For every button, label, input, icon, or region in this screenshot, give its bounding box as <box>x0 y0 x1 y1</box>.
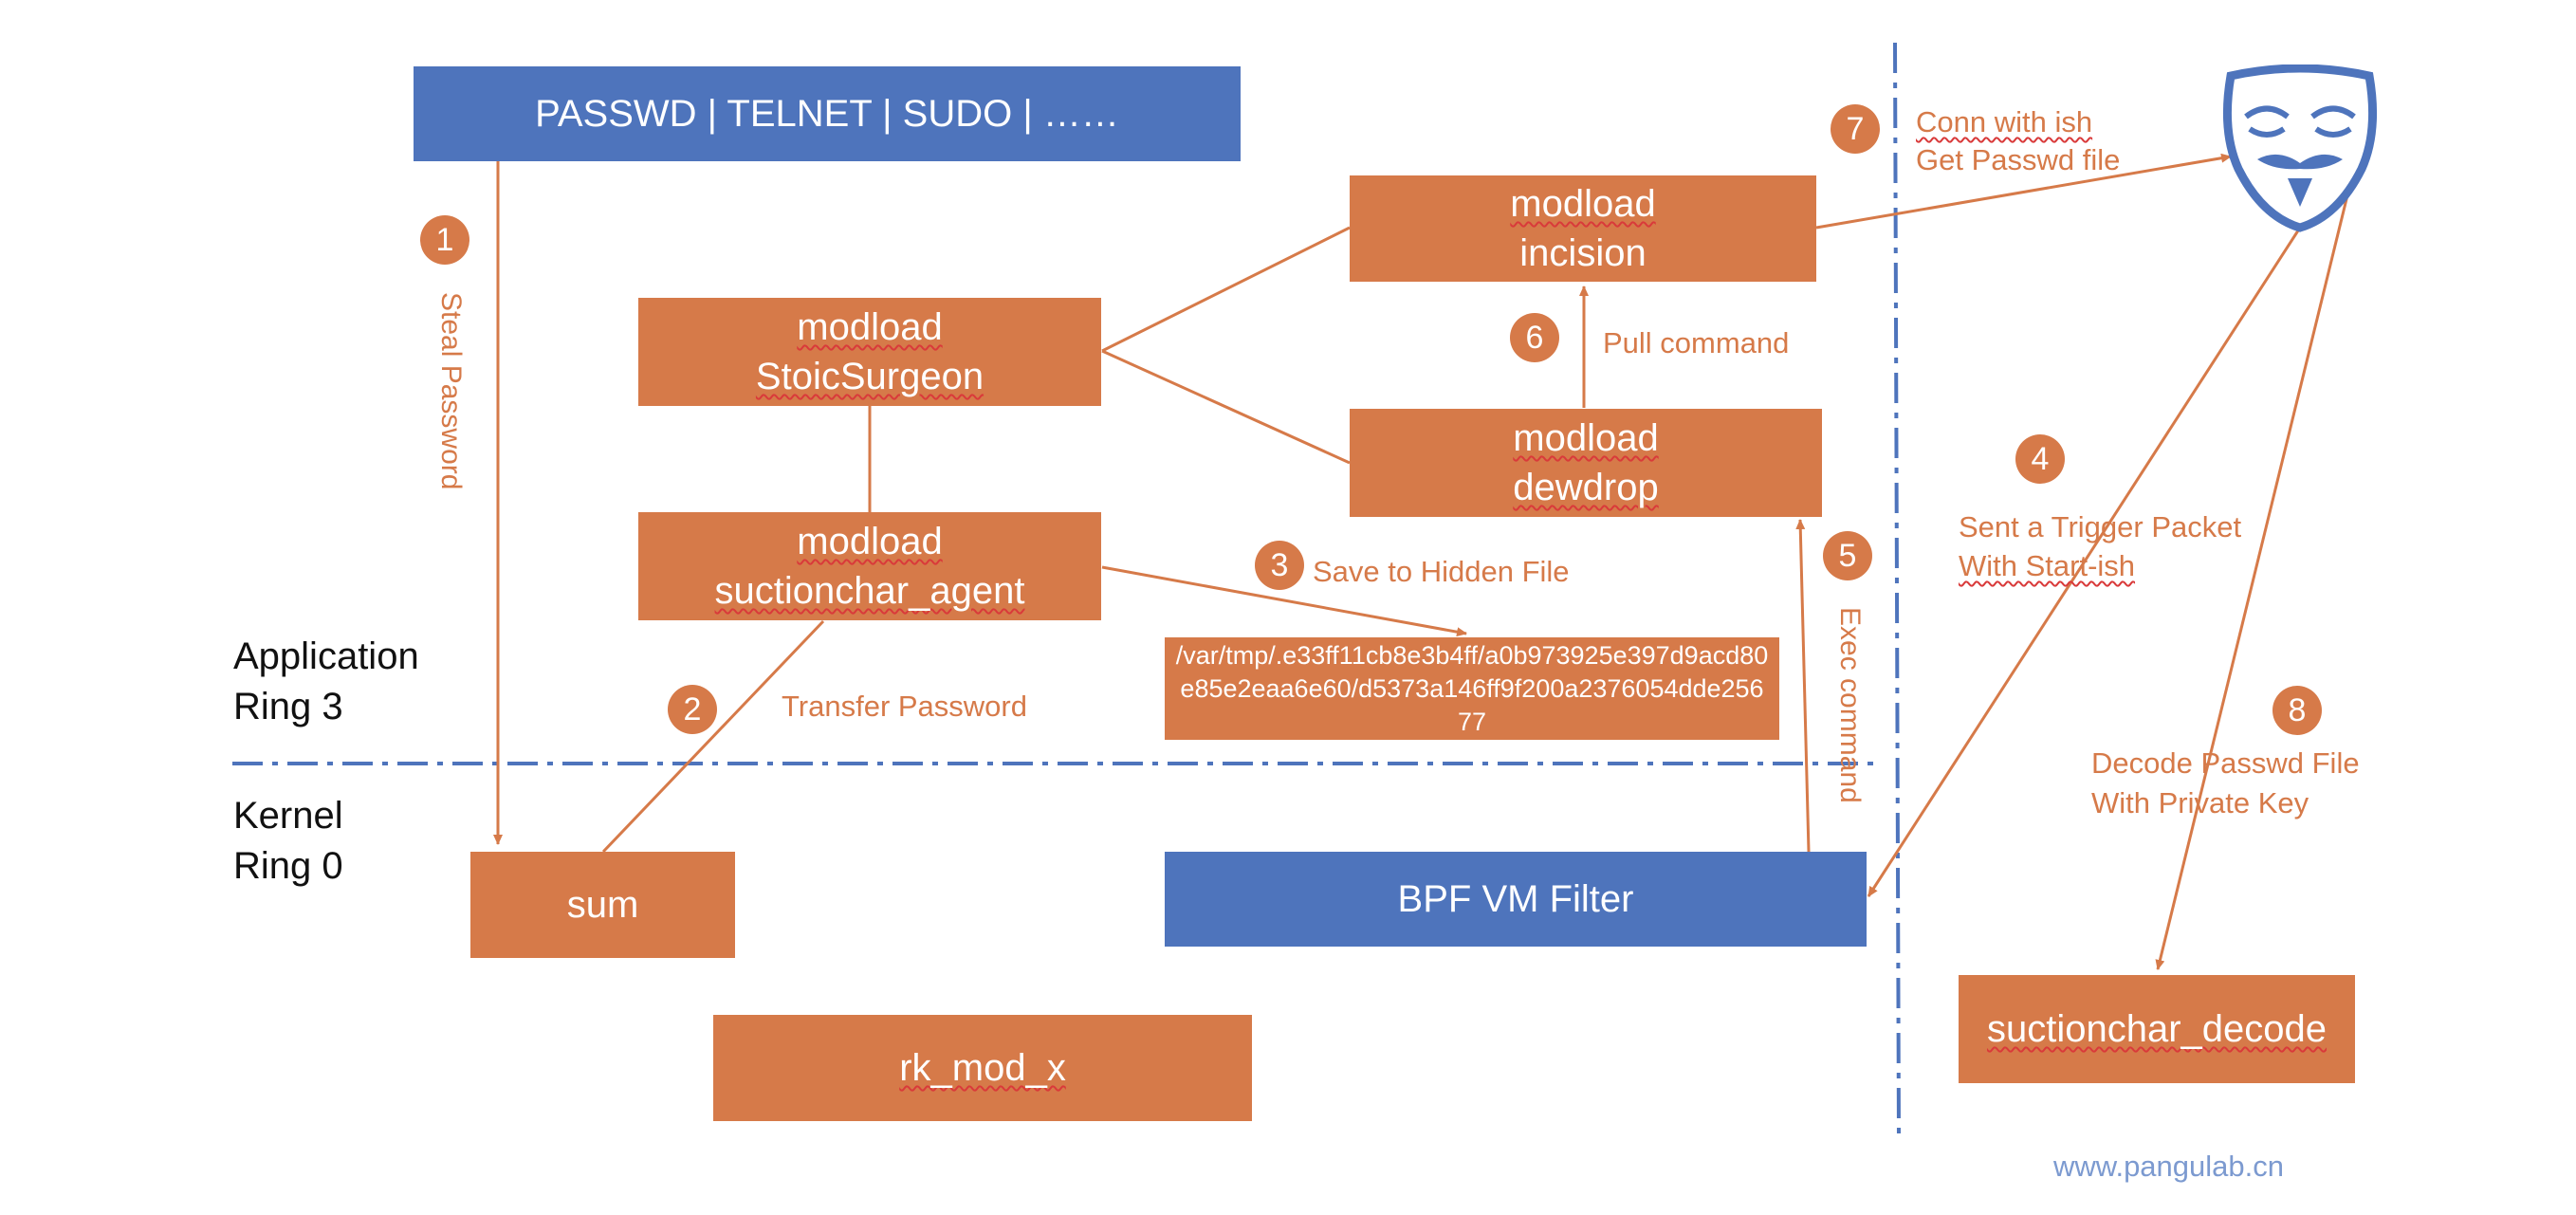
step-3-label: Save to Hidden File <box>1313 555 1570 588</box>
step-2-label: Transfer Password <box>782 690 1027 723</box>
kernel-ring-label: Kernel Ring 0 <box>233 791 343 892</box>
step-4-label-line1: Sent a Trigger Packet <box>1959 510 2242 543</box>
suctionchar-agent-line2: suctionchar_agent <box>714 570 1025 612</box>
line-stoic-to-dewdrop <box>1101 349 1351 465</box>
application-ring-line1: Application <box>233 635 419 677</box>
step-7-badge: 7 <box>1831 104 1880 154</box>
arrow-trigger-packet <box>1867 227 2302 897</box>
network-divider-line <box>1893 42 1901 1139</box>
watermark-url[interactable]: www.pangulab.cn <box>2053 1150 2284 1183</box>
sum-module: sum <box>470 852 735 958</box>
step-5-label: Exec command <box>1834 607 1866 803</box>
step-5-badge: 5 <box>1823 531 1872 580</box>
step-4-label-line2: With Start-ish <box>1959 549 2136 582</box>
application-ring-line2: Ring 3 <box>233 686 343 727</box>
step-8-badge: 8 <box>2272 686 2322 735</box>
rk-mod-x-module: rk_mod_x <box>713 1015 1252 1121</box>
anonymous-mask-icon <box>2222 64 2378 232</box>
step-3-badge: 3 <box>1255 541 1304 590</box>
incision-line2: incision <box>1519 232 1647 274</box>
dewdrop-line2: dewdrop <box>1513 467 1659 508</box>
bpf-vm-filter-module: BPF VM Filter <box>1165 852 1867 947</box>
line-stoic-to-incision <box>1101 226 1351 353</box>
bpf-vm-filter-label: BPF VM Filter <box>1397 878 1634 920</box>
hidden-file-path: /var/tmp/.e33ff11cb8e3b4ff/a0b973925e397… <box>1175 640 1769 736</box>
stoicsurgeon-line1: modload <box>797 306 943 348</box>
rk-mod-x-label: rk_mod_x <box>899 1047 1066 1089</box>
incision-module: modload incision <box>1350 175 1816 282</box>
step-2-badge: 2 <box>668 685 717 734</box>
dewdrop-module: modload dewdrop <box>1350 409 1822 517</box>
step-1-label: Steal Password <box>435 292 467 490</box>
kernel-ring-line1: Kernel <box>233 795 343 837</box>
kernel-ring-line2: Ring 0 <box>233 845 343 887</box>
input-sources-label: PASSWD | TELNET | SUDO | …… <box>535 93 1119 135</box>
arrow-conn-with-ish <box>1815 153 2232 230</box>
step-7-label-line2: Get Passwd file <box>1916 143 2121 176</box>
input-sources-bar: PASSWD | TELNET | SUDO | …… <box>414 66 1241 161</box>
suctionchar-agent-line1: modload <box>797 521 943 562</box>
step-6-badge: 6 <box>1510 313 1559 362</box>
incision-line1: modload <box>1510 183 1656 225</box>
sum-label: sum <box>566 884 639 926</box>
arrow-decode-passwd <box>2155 156 2359 970</box>
step-6-label: Pull command <box>1603 326 1790 359</box>
application-ring-label: Application Ring 3 <box>233 632 419 732</box>
step-7-label-line1: Conn with ish <box>1916 105 2093 138</box>
suctionchar-decode-module: suctionchar_decode <box>1959 975 2355 1083</box>
step-1-badge: 1 <box>420 215 469 265</box>
hidden-file-path-box: /var/tmp/.e33ff11cb8e3b4ff/a0b973925e397… <box>1165 637 1779 740</box>
suctionchar-agent-module: modload suctionchar_agent <box>638 512 1101 620</box>
dewdrop-line1: modload <box>1513 417 1659 459</box>
step-8-label-line2: With Private Key <box>2091 786 2309 819</box>
line-transfer-password <box>601 619 825 854</box>
step-8-label-line1: Decode Passwd File <box>2091 746 2360 780</box>
arrow-exec-command <box>1795 519 1811 853</box>
suctionchar-decode-label: suctionchar_decode <box>1986 1008 2328 1050</box>
stoicsurgeon-module: modload StoicSurgeon <box>638 298 1101 406</box>
step-4-badge: 4 <box>2015 434 2065 484</box>
stoicsurgeon-line2: StoicSurgeon <box>755 356 984 397</box>
arrow-save-hidden-file <box>1101 565 1467 637</box>
